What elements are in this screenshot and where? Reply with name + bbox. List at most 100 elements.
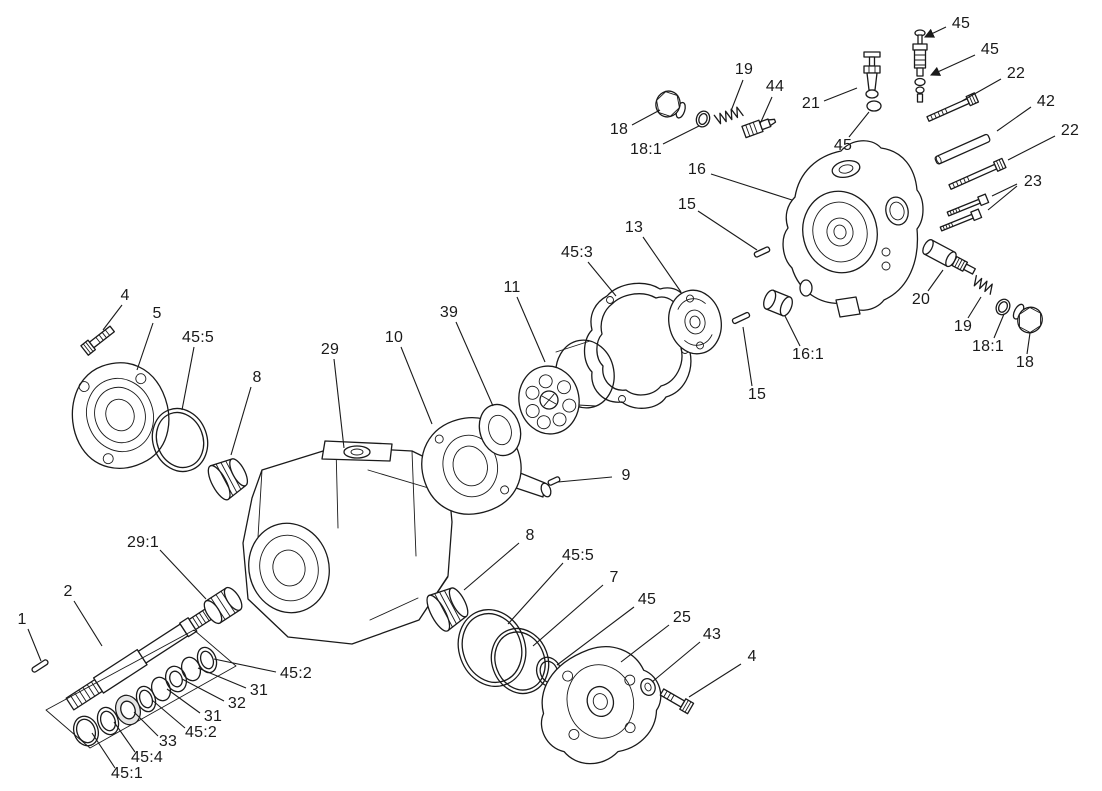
leader-line-22 (1007, 135, 1056, 161)
callout-label-15-13: 15 (677, 196, 697, 213)
leader-line-7 (532, 584, 604, 647)
leader-line-31 (197, 667, 247, 689)
part-oring-18-1-left (695, 110, 711, 128)
callout-label-18-9: 18 (609, 121, 629, 138)
leader-line-9 (557, 476, 613, 483)
part-plug-18-left (655, 90, 686, 119)
callout-label-1-33: 1 (17, 611, 27, 628)
part-housing-29 (242, 440, 453, 645)
part-bolt-4-upper (80, 325, 115, 356)
leader-line-29 (333, 358, 345, 449)
callout-label-45_5-35: 45:5 (562, 547, 594, 564)
leader-line-20 (927, 269, 944, 292)
leader-line-16 (710, 173, 793, 201)
callout-label-18_1-26: 18:1 (972, 338, 1004, 355)
part-valve-cartridge-45 (912, 29, 928, 103)
leader-line-45_3 (587, 261, 617, 297)
callout-label-9-30: 9 (621, 467, 631, 484)
callout-label-43-39: 43 (702, 626, 722, 643)
leader-line-2 (73, 600, 103, 647)
callout-label-22-4: 22 (1060, 122, 1080, 139)
callout-label-42-3: 42 (1036, 93, 1056, 110)
leader-line-29_1 (159, 549, 207, 600)
callout-label-22-2: 22 (1006, 65, 1026, 82)
callout-label-15-29: 15 (747, 386, 767, 403)
part-valve-20 (922, 239, 976, 275)
part-bearing-8-upper (207, 458, 249, 501)
part-spring-19-left (713, 106, 744, 125)
part-oring-45-5-upper (151, 407, 209, 473)
part-drive-shaft-2 (65, 606, 215, 711)
part-backup-ring-7 (490, 627, 550, 695)
part-bolt-22-upper (926, 92, 980, 122)
leader-line-11 (516, 296, 546, 363)
callout-label-33-46: 33 (158, 733, 178, 750)
leader-line-45 (929, 54, 976, 76)
callout-label-45_3-15: 45:3 (561, 244, 593, 261)
leader-line-45_4 (113, 721, 136, 753)
part-seal-kit-stack (45, 629, 237, 749)
callout-label-2-32: 2 (63, 583, 73, 600)
callout-label-18-27: 18 (1015, 354, 1035, 371)
leader-line-15 (742, 326, 753, 387)
part-bolt-4-lower (659, 688, 695, 715)
part-bolt-23-a (946, 193, 990, 217)
callout-label-4-20: 4 (120, 287, 130, 304)
part-bolt-22-lower (948, 157, 1007, 190)
part-rear-cover-25 (540, 646, 662, 765)
leader-line-32 (181, 678, 225, 702)
leader-line-45 (924, 26, 947, 38)
callout-label-45_4-47: 45:4 (131, 749, 163, 766)
leader-line-23 (991, 183, 1018, 197)
leader-line-18_1 (662, 125, 700, 145)
leader-line-21 (823, 87, 858, 102)
leader-line-1 (27, 628, 42, 662)
callout-label-13-14: 13 (624, 219, 644, 236)
leader-line-33 (133, 711, 159, 737)
leader-line-15 (697, 210, 758, 251)
part-pin-15-lower (731, 311, 751, 325)
callout-label-31-44: 31 (203, 708, 223, 725)
leader-line-13 (642, 236, 682, 293)
callout-label-45_2-45: 45:2 (185, 724, 217, 741)
leader-line-5 (136, 322, 154, 371)
callout-label-45_1-48: 45:1 (111, 765, 143, 782)
callout-label-18_1-10: 18:1 (630, 141, 662, 158)
callout-label-8-34: 8 (525, 527, 535, 544)
callout-label-19-6: 19 (734, 61, 754, 78)
callout-label-21-8: 21 (801, 95, 821, 112)
callout-label-45_5-22: 45:5 (182, 329, 214, 346)
leader-line-45_5 (507, 562, 564, 625)
leader-line-31 (166, 688, 201, 714)
callout-label-25-38: 25 (672, 609, 692, 626)
leader-line-45 (848, 111, 870, 138)
part-valve-cartridge-44 (741, 118, 777, 139)
leader-line-18 (1026, 332, 1031, 355)
part-bushing-16-1 (763, 289, 793, 317)
part-bearing-8-lower (426, 587, 469, 632)
leader-line-16_1 (784, 315, 801, 347)
part-bolt-23-b (939, 208, 983, 232)
leader-line-44 (759, 96, 773, 125)
part-pin-9 (547, 476, 561, 486)
leader-line-extra-0 (987, 185, 1018, 211)
leader-line-45 (556, 606, 635, 666)
callout-label-23-5: 23 (1023, 173, 1043, 190)
leader-line-39 (455, 321, 494, 407)
callout-label-16-12: 16 (687, 161, 707, 178)
callout-label-5-21: 5 (152, 305, 162, 322)
part-washer-43 (640, 678, 656, 696)
leader-line-42 (996, 106, 1032, 132)
part-plug-18-right (1012, 303, 1043, 334)
leader-line-45_1 (91, 732, 116, 769)
callout-label-8-23: 8 (252, 369, 262, 386)
callout-label-45-0: 45 (951, 15, 971, 32)
part-relief-valve-21 (863, 51, 882, 112)
leader-line-8 (230, 386, 252, 456)
leader-line-10 (400, 346, 433, 425)
callout-label-45-11: 45 (833, 137, 853, 154)
part-washer-39 (478, 403, 522, 457)
leader-line-8 (463, 542, 520, 591)
